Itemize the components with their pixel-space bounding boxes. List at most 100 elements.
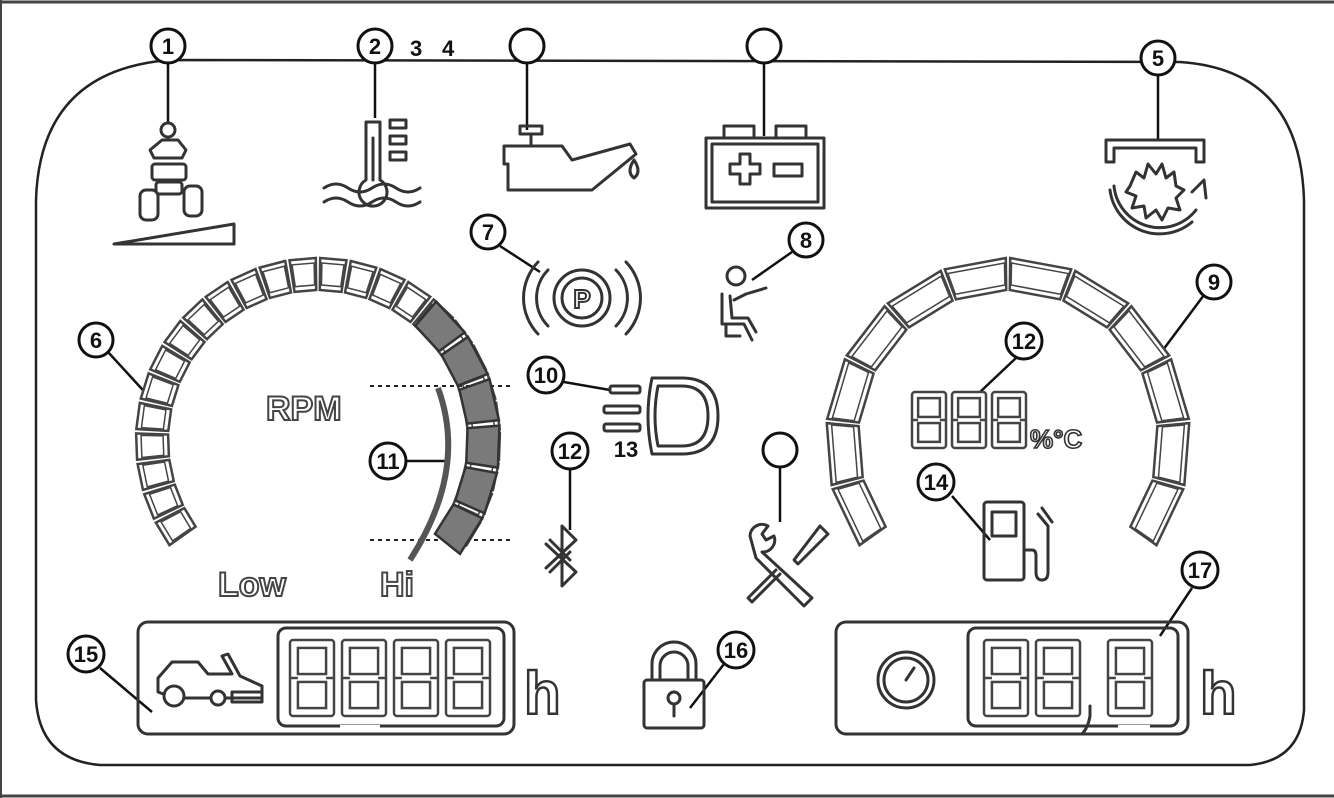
callout-8: 8 — [751, 221, 825, 282]
callout-12-temp: 12 — [979, 321, 1044, 393]
callout-5: 5 — [1139, 39, 1177, 140]
callout-unnumbered-battery — [745, 27, 783, 136]
headlight-icon — [602, 376, 720, 456]
gauge-segment — [1008, 256, 1073, 301]
coolant-temperature-icon — [322, 118, 422, 208]
rpm-segment — [148, 344, 192, 384]
trip-digit — [1106, 638, 1154, 718]
trip-hours-digits — [982, 638, 1154, 718]
callout-10: 10 — [526, 355, 611, 395]
hours-digit — [340, 638, 388, 718]
bluetooth-icon — [544, 524, 578, 588]
rpm-segment — [154, 506, 198, 547]
temp-digit — [910, 390, 948, 450]
throttle-segment — [457, 377, 501, 426]
svg-text:9: 9 — [1208, 270, 1220, 295]
tilt-warning-icon — [112, 121, 236, 246]
callout-1: 1 — [149, 27, 187, 124]
mower-icon — [156, 652, 264, 708]
gauge-segment — [1061, 269, 1131, 329]
hours-digit — [444, 638, 492, 718]
decimal-comma — [1080, 704, 1092, 736]
rpm-segment — [390, 280, 433, 324]
cluster-outline — [34, 58, 1306, 767]
throttle-level-segments — [413, 299, 501, 556]
rpm-segment — [318, 256, 348, 294]
stopwatch-icon — [876, 650, 936, 710]
temp-percent-digits — [910, 390, 1028, 450]
svg-text:5: 5 — [1152, 46, 1164, 71]
hi-label: Hi — [380, 566, 414, 604]
gauge-segment — [1140, 357, 1191, 424]
rpm-segment — [134, 432, 171, 462]
left-hour-meter-frame — [136, 620, 516, 736]
svg-text:11: 11 — [376, 449, 399, 474]
throttle-segment — [413, 299, 467, 353]
callout-14: 14 — [916, 462, 991, 541]
svg-text:1: 1 — [162, 34, 174, 59]
hours-unit-right: h — [1200, 660, 1237, 727]
gauge-segment — [885, 269, 955, 329]
svg-text:12: 12 — [558, 439, 582, 464]
svg-text:P: P — [573, 284, 590, 314]
gauge-segment — [831, 479, 888, 548]
svg-text:17: 17 — [1188, 558, 1212, 583]
rpm-label: RPM — [266, 390, 342, 428]
gauge-segment — [1108, 304, 1172, 372]
oil-pressure-icon — [502, 124, 640, 192]
gauge-segment — [825, 357, 876, 424]
callout-11: 11 — [368, 441, 446, 481]
throttle-segment — [439, 334, 490, 388]
svg-text:12: 12 — [1012, 329, 1036, 354]
svg-text:7: 7 — [482, 220, 494, 245]
percent-celsius-unit: %°C — [1030, 424, 1083, 454]
gauge-segment — [1128, 479, 1185, 548]
callout-16: 16 — [689, 630, 756, 709]
parking-brake-icon: P — [522, 260, 642, 336]
gauge-segment — [844, 304, 908, 372]
callout-6: 6 — [77, 321, 153, 401]
callout-13: 13 — [614, 437, 638, 462]
rpm-segment — [203, 280, 246, 324]
rpm-segment — [181, 297, 225, 341]
right-hour-meter-frame — [834, 620, 1190, 736]
callout-9: 9 — [1158, 263, 1233, 355]
temp-digit — [950, 390, 988, 450]
low-label: Low — [218, 566, 287, 604]
callout-unnumbered-oil — [508, 27, 546, 130]
mower-hours-digits — [288, 638, 492, 718]
throttle-arc — [407, 386, 452, 562]
throttle-segment — [464, 424, 501, 470]
callout-2: 2 — [356, 27, 394, 118]
svg-text:15: 15 — [74, 642, 98, 667]
svg-text:6: 6 — [90, 328, 102, 353]
temperature-fuel-gauge — [825, 256, 1191, 548]
seat-occupancy-icon — [720, 265, 768, 342]
rpm-segment — [288, 256, 318, 294]
rpm-segment — [162, 319, 207, 362]
callout-3: 3 — [410, 36, 422, 61]
callout-15: 15 — [66, 634, 153, 713]
battery-icon — [704, 124, 826, 210]
temp-digit — [990, 390, 1028, 450]
gauge-segment — [943, 256, 1008, 301]
callout-unnumbered-wrench — [761, 431, 799, 522]
svg-text:2: 2 — [369, 34, 381, 59]
callout-4: 4 — [442, 36, 455, 61]
callout-7: 7 — [469, 213, 541, 274]
svg-text:16: 16 — [724, 638, 748, 663]
callout-12-bluetooth: 12 — [550, 431, 590, 530]
pto-icon — [1104, 138, 1208, 236]
svg-text:14: 14 — [924, 470, 949, 495]
hours-digit — [288, 638, 336, 718]
lock-icon — [642, 640, 706, 730]
throttle-segment — [453, 465, 499, 515]
trip-digit — [982, 638, 1030, 718]
hours-digit — [392, 638, 440, 718]
throttle-segment — [433, 502, 485, 556]
svg-text:8: 8 — [800, 228, 812, 253]
hours-unit-left: h — [524, 660, 561, 727]
fuel-icon — [982, 500, 1054, 582]
service-wrench-icon — [746, 522, 830, 608]
